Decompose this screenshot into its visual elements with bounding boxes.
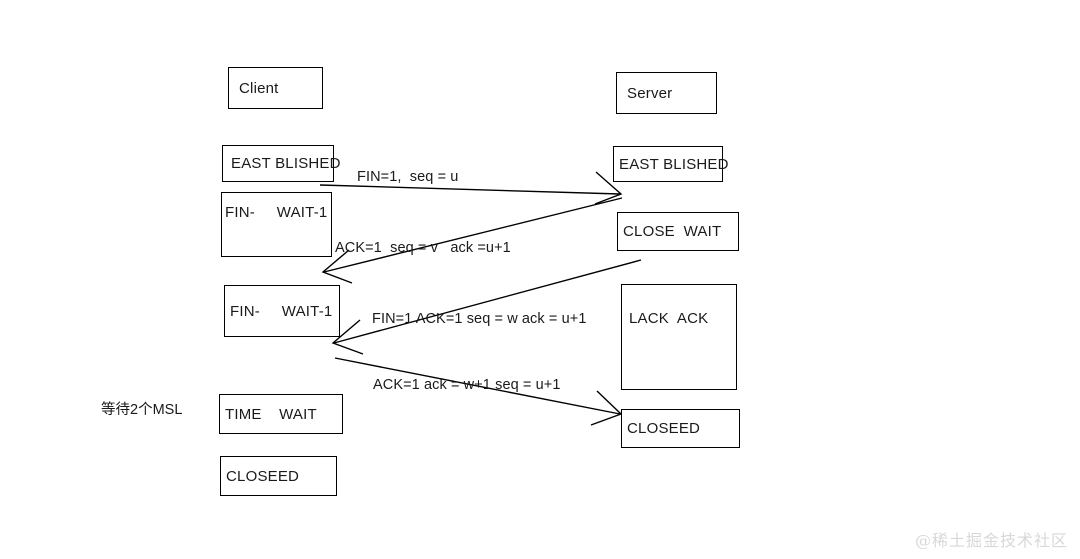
lane-header-server-label: Server <box>627 84 673 102</box>
state-box-client-closed: CLOSEED <box>220 456 337 496</box>
message-label-fin-1: FIN=1, seq = u <box>357 169 459 185</box>
state-label-server-closed: CLOSEED <box>627 420 701 437</box>
state-label-client-time-wait: TIME WAIT <box>225 405 317 423</box>
lane-header-client: Client <box>228 67 323 109</box>
annotation-wait-msl: 等待2个MSL <box>101 402 183 418</box>
state-label-client-fin-wait-2: FIN- WAIT-1 <box>230 302 333 320</box>
state-box-client-fin-wait-1: FIN- WAIT-1 <box>221 192 332 257</box>
message-label-ack-1: ACK=1 seq = v ack =u+1 <box>335 240 511 256</box>
state-label-server-established: EAST BLISHED <box>619 155 729 173</box>
state-label-server-lack-ack: LACK ACK <box>629 310 709 327</box>
state-box-client-time-wait: TIME WAIT <box>219 394 343 434</box>
watermark: @稀土掘金技术社区 <box>915 531 1069 550</box>
state-label-server-close-wait: CLOSE WAIT <box>623 223 722 240</box>
message-label-fin-ack: FIN=1 ACK=1 seq = w ack = u+1 <box>372 311 587 327</box>
lane-header-server: Server <box>616 72 717 114</box>
arrow-msg-fin-ack <box>331 259 642 355</box>
state-box-server-established: EAST BLISHED <box>613 146 728 182</box>
state-box-server-close-wait: CLOSE WAIT <box>617 212 739 251</box>
state-box-server-closed: CLOSEED <box>621 409 740 448</box>
state-box-client-fin-wait-2: FIN- WAIT-1 <box>224 285 340 337</box>
state-label-client-fin-wait-1: FIN- WAIT-1 <box>225 204 328 221</box>
state-label-client-established: EAST BLISHED <box>231 155 341 172</box>
state-box-client-established: EAST BLISHED <box>222 145 340 182</box>
lane-header-client-label: Client <box>239 79 279 97</box>
state-box-server-lack-ack: LACK ACK <box>621 284 737 390</box>
message-label-ack-2: ACK=1 ack = w+1 seq = u+1 <box>373 377 561 393</box>
state-label-client-closed: CLOSEED <box>226 467 300 485</box>
